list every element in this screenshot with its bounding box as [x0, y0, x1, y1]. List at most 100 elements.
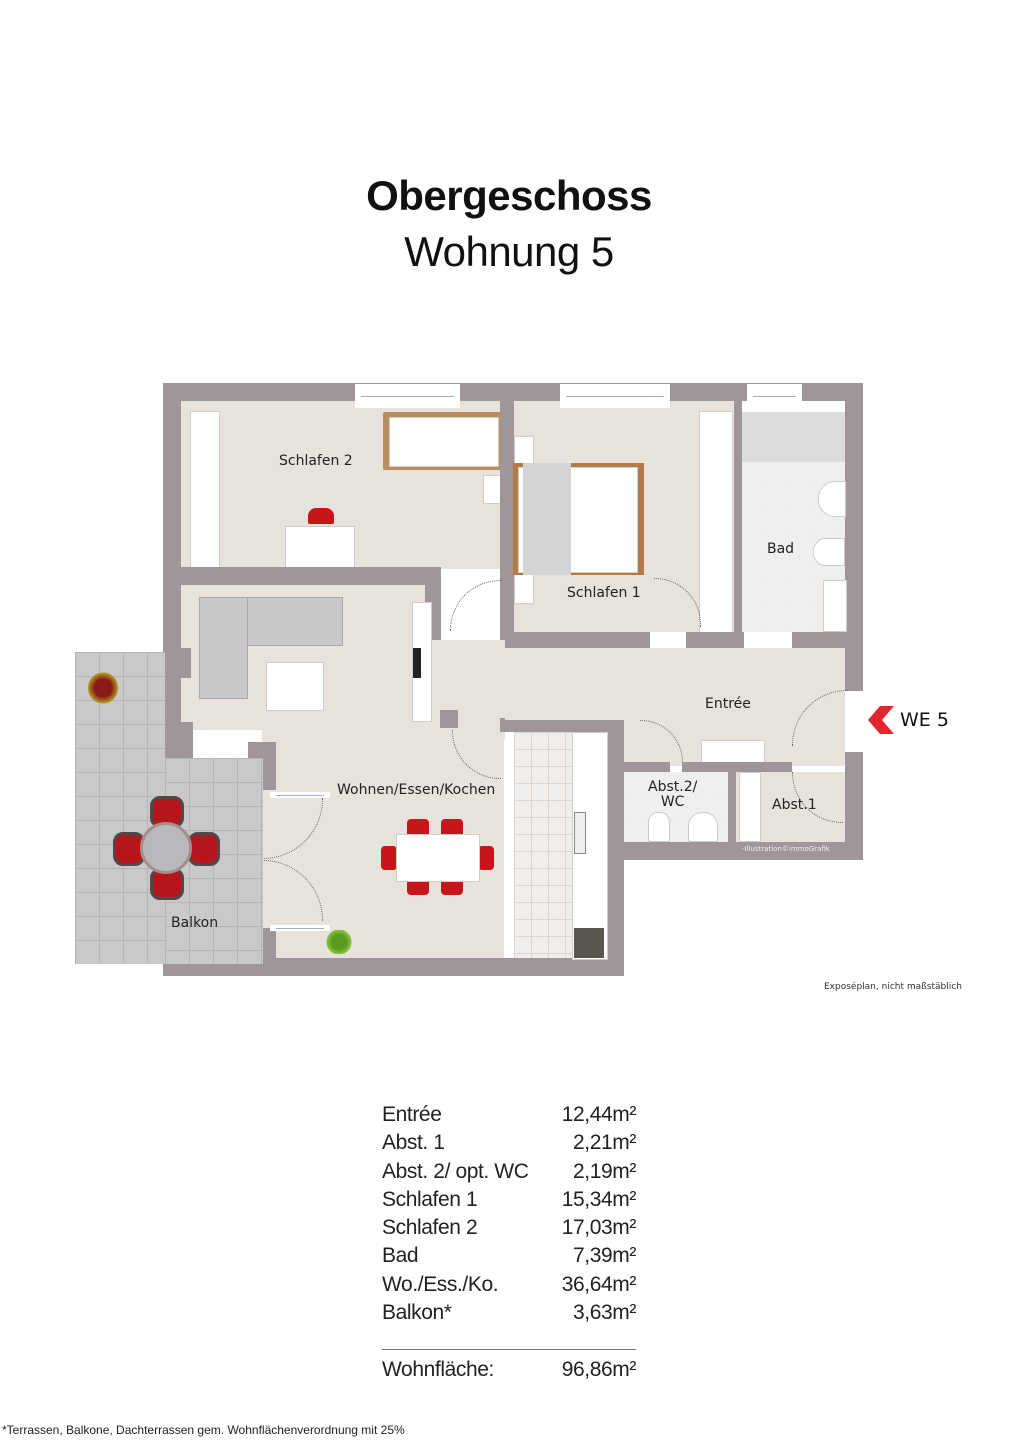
wardrobe	[190, 411, 220, 568]
room-name: Wo./Ess./Ko.	[382, 1272, 499, 1296]
area-row: Balkon*3,63m²	[382, 1299, 636, 1327]
room-name: Schlafen 2	[382, 1216, 478, 1240]
room-area: 15,34m²	[561, 1187, 637, 1211]
area-table: Entrée 12,44m² Abst. 1 2,21m² Abst. 2/ opt…	[382, 1101, 636, 1385]
area-row: Abst. 2/ opt. WC 2,19m²	[382, 1158, 636, 1186]
shoe-cabinet	[701, 740, 765, 764]
wall	[163, 383, 863, 401]
red-chair-icon	[308, 508, 334, 524]
window	[747, 384, 802, 408]
sink-icon	[818, 481, 846, 517]
room-name: Bad	[382, 1244, 419, 1268]
room-label-abst2: Abst.2/ WC	[648, 780, 697, 810]
balcony-door	[270, 925, 330, 931]
room-area: 2,21m²	[573, 1131, 636, 1155]
room-name: Abst. 1	[382, 1131, 445, 1155]
patio-chair	[188, 832, 220, 866]
room-floor-wohnen	[425, 640, 505, 740]
patio-table	[140, 822, 192, 874]
room-name: Entrée	[382, 1103, 442, 1126]
toilet-icon	[648, 812, 670, 842]
wall	[500, 632, 650, 648]
dining-chair	[478, 846, 494, 870]
wall	[845, 383, 863, 691]
room-label-bad: Bad	[767, 541, 795, 557]
dining-chair	[381, 846, 397, 870]
balcony-door	[270, 792, 330, 798]
area-row: Entrée 12,44m²	[382, 1101, 636, 1129]
entrance-marker: WE 5	[866, 706, 949, 734]
kitchen-floor	[514, 732, 572, 958]
wall	[792, 632, 852, 648]
total-label: Wohnfläche:	[382, 1358, 494, 1382]
dining-table	[396, 834, 480, 882]
room-label-schlafen1: Schlafen 1	[567, 585, 641, 601]
room-label-schlafen2: Schlafen 2	[279, 453, 353, 469]
wall	[606, 720, 624, 976]
wall	[163, 648, 191, 678]
room-area: 2,19m²	[573, 1159, 636, 1183]
flower-pot-icon	[88, 672, 118, 704]
shower-mosaic	[742, 412, 845, 462]
room-label-balkon: Balkon	[171, 915, 219, 931]
room-label-wohnen: Wohnen/Essen/Kochen	[337, 782, 496, 798]
wardrobe	[699, 411, 733, 633]
coffee-table	[266, 662, 324, 711]
wall	[734, 401, 742, 636]
bathroom-cabinet	[823, 580, 847, 632]
footnote: *Terrassen, Balkone, Dachterrassen gem. …	[2, 1423, 405, 1437]
area-row: Wo./Ess./Ko. 36,64m²	[382, 1271, 636, 1299]
bed-mattress	[389, 417, 499, 467]
wall	[500, 718, 624, 732]
wall	[440, 710, 458, 728]
toilet-icon	[813, 538, 845, 566]
abst2-label: Abst.2/ WC	[648, 779, 698, 810]
corner-sofa	[199, 597, 248, 699]
room-floor-entree	[505, 648, 635, 720]
tv-sideboard	[412, 602, 432, 722]
room-area: 3,63m²	[573, 1301, 636, 1325]
wall	[728, 762, 736, 842]
wall	[620, 762, 670, 772]
window	[355, 384, 460, 408]
wall	[163, 567, 440, 585]
unit-title: Wohnung 5	[404, 228, 614, 275]
storage-shelf	[739, 772, 761, 842]
area-row: Bad 7,39m²	[382, 1242, 636, 1270]
door-swing	[450, 580, 501, 631]
plant-icon	[326, 930, 352, 954]
floor-plan: Schlafen 2 Schlafen 1 Bad Wohnen/Essen/K…	[75, 383, 962, 992]
wall	[500, 401, 514, 635]
illustration-credit: -Illustration©immoGrafik	[742, 845, 830, 853]
wall	[845, 752, 863, 860]
scale-note: Exposéplan, nicht maßstäblich	[824, 982, 962, 992]
tv-icon	[413, 648, 421, 678]
room-area: 36,64m²	[561, 1272, 637, 1296]
red-chevron-left-icon	[868, 706, 894, 734]
desk	[285, 526, 355, 568]
floor-title: Obergeschoss	[366, 172, 652, 219]
stove-icon	[574, 928, 604, 958]
wall	[686, 632, 744, 648]
wall	[610, 842, 863, 860]
total-row: Wohnfläche: 96,86m²	[382, 1349, 636, 1384]
window	[560, 384, 670, 408]
total-area: 96,86m²	[561, 1358, 637, 1382]
area-row: Schlafen 2 17,03m²	[382, 1214, 636, 1242]
room-area: 17,03m²	[561, 1216, 637, 1240]
bed-blanket	[523, 463, 571, 575]
area-row: Abst. 1 2,21m²	[382, 1129, 636, 1157]
room-area: 7,39m²	[573, 1244, 636, 1268]
room-name: Abst. 2/ opt. WC	[382, 1159, 529, 1183]
room-label-entree: Entrée	[705, 696, 751, 712]
room-area: 12,44m²	[561, 1103, 637, 1126]
area-row: Schlafen 1 15,34m²	[382, 1186, 636, 1214]
entrance-label: WE 5	[900, 709, 949, 731]
wall	[682, 762, 792, 772]
nightstand	[514, 572, 534, 604]
wall	[163, 383, 181, 593]
kitchen-sink-icon	[574, 812, 586, 854]
wall	[163, 958, 624, 976]
sink-icon	[688, 812, 718, 842]
room-name: Schlafen 1	[382, 1187, 478, 1211]
